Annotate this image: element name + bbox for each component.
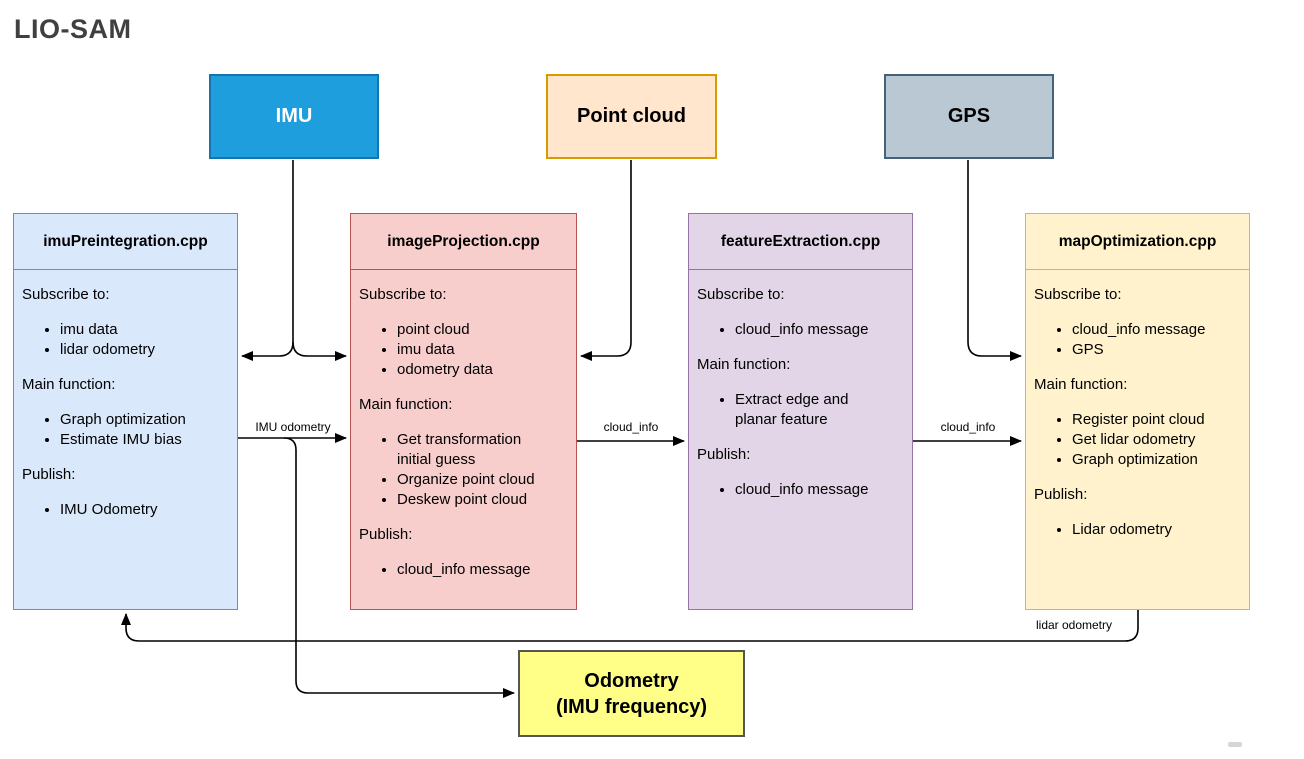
section-heading: Publish:	[359, 526, 413, 543]
bullet-item: Deskew point cloud	[397, 490, 549, 510]
bullet-item: cloud_info message	[397, 560, 549, 580]
module-body: Subscribe to: cloud_info message Main fu…	[689, 285, 912, 500]
edge-imu-to-imageprojection	[292, 341, 347, 361]
bullet-item: imu data	[397, 340, 549, 360]
module-title: imageProjection.cpp	[351, 214, 576, 270]
edge-label-cloud-info-b: cloud_info	[940, 420, 996, 434]
section-heading: Main function:	[1034, 376, 1128, 393]
edge-label-lidar-odometry: lidar odometry	[1035, 618, 1113, 632]
module-body: Subscribe to: point cloud imu data odome…	[351, 285, 576, 580]
bullet-item: cloud_info message	[735, 480, 887, 500]
bullet-item: Graph optimization	[60, 410, 212, 430]
bullet-item: point cloud	[397, 320, 549, 340]
edge-imu-to-imupreintegration	[241, 341, 294, 361]
node-imageprojection: imageProjection.cpp Subscribe to: point …	[350, 213, 577, 610]
section-heading: Subscribe to:	[697, 286, 785, 303]
edge-label-cloud-info-a: cloud_info	[603, 420, 659, 434]
bullet-item: Register point cloud	[1072, 410, 1224, 430]
edge-gps-to-mapoptimization	[967, 160, 1022, 361]
node-odometry-output: Odometry (IMU frequency)	[518, 650, 745, 737]
bullet-list: point cloud imu data odometry data	[359, 320, 570, 380]
module-title: imuPreintegration.cpp	[14, 214, 237, 270]
bullet-item: Estimate IMU bias	[60, 430, 212, 450]
node-gps: GPS	[884, 74, 1054, 159]
bullet-list: Register point cloud Get lidar odometry …	[1034, 410, 1243, 470]
bullet-list: Graph optimization Estimate IMU bias	[22, 410, 231, 450]
section-heading: Main function:	[359, 396, 453, 413]
node-mapoptimization: mapOptimization.cpp Subscribe to: cloud_…	[1025, 213, 1250, 610]
bullet-item: Get lidar odometry	[1072, 430, 1224, 450]
node-featureextraction: featureExtraction.cpp Subscribe to: clou…	[688, 213, 913, 610]
section-heading: Main function:	[697, 356, 791, 373]
node-imu: IMU	[209, 74, 379, 159]
odometry-label-line1: Odometry	[584, 669, 679, 692]
section-heading: Subscribe to:	[22, 286, 110, 303]
bullet-item: Get transformation initial guess	[397, 430, 549, 470]
node-point-cloud-label: Point cloud	[577, 105, 686, 127]
node-gps-label: GPS	[947, 105, 991, 127]
edge-pointcloud-to-imageprojection	[580, 160, 632, 361]
bullet-list: cloud_info message	[359, 560, 570, 580]
section-heading: Subscribe to:	[359, 286, 447, 303]
bullet-item: imu data	[60, 320, 212, 340]
bullet-item: lidar odometry	[60, 340, 212, 360]
bullet-list: Get transformation initial guess Organiz…	[359, 430, 570, 510]
bullet-item: Organize point cloud	[397, 470, 549, 490]
bullet-list: cloud_info message	[697, 320, 906, 340]
bullet-list: cloud_info message	[697, 480, 906, 500]
node-imu-label: IMU	[275, 105, 313, 127]
bullet-list: IMU Odometry	[22, 500, 231, 520]
bullet-item: Lidar odometry	[1072, 520, 1224, 540]
bullet-item: GPS	[1072, 340, 1224, 360]
section-heading: Subscribe to:	[1034, 286, 1122, 303]
node-imupreintegration: imuPreintegration.cpp Subscribe to: imu …	[13, 213, 238, 610]
bullet-list: imu data lidar odometry	[22, 320, 231, 360]
bullet-item: odometry data	[397, 360, 549, 380]
bullet-item: IMU Odometry	[60, 500, 212, 520]
bullet-item: cloud_info message	[735, 320, 887, 340]
node-point-cloud: Point cloud	[546, 74, 717, 159]
bullet-item: Extract edge and planar feature	[735, 390, 887, 430]
screenshot-artifact	[1228, 742, 1242, 747]
bullet-item: cloud_info message	[1072, 320, 1224, 340]
module-body: Subscribe to: cloud_info message GPS Mai…	[1026, 285, 1249, 540]
bullet-list: cloud_info message GPS	[1034, 320, 1243, 360]
module-body: Subscribe to: imu data lidar odometry Ma…	[14, 285, 237, 520]
module-title: mapOptimization.cpp	[1026, 214, 1249, 270]
odometry-label-line2: (IMU frequency)	[555, 695, 708, 718]
section-heading: Main function:	[22, 376, 116, 393]
module-title: featureExtraction.cpp	[689, 214, 912, 270]
bullet-item: Graph optimization	[1072, 450, 1224, 470]
bullet-list: Lidar odometry	[1034, 520, 1243, 540]
bullet-list: Extract edge and planar feature	[697, 390, 906, 430]
section-heading: Publish:	[22, 466, 76, 483]
section-heading: Publish:	[1034, 486, 1088, 503]
edge-label-imu-odometry: IMU odometry	[255, 420, 331, 434]
section-heading: Publish:	[697, 446, 751, 463]
edge-lidar-odometry-feedback	[121, 609, 1139, 642]
page-title: LIO-SAM	[14, 14, 132, 44]
